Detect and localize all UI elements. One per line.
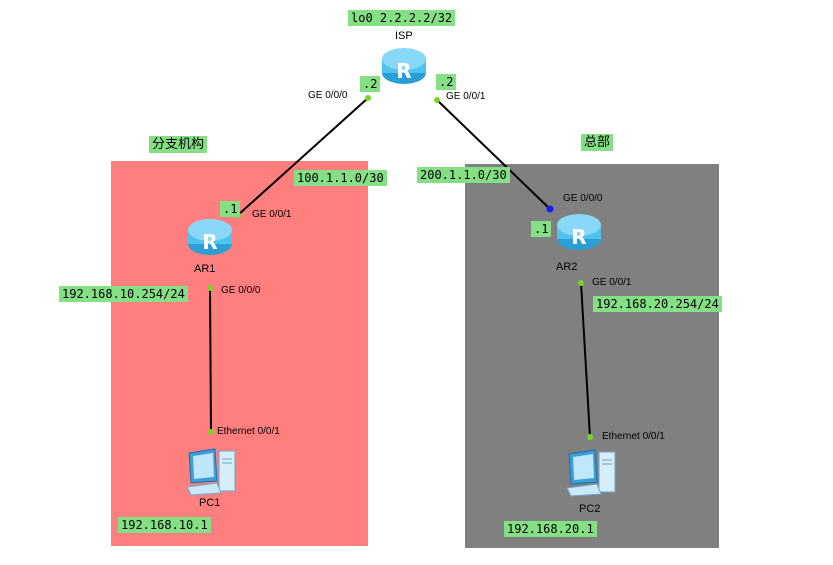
zone-title-hq: 总部	[581, 134, 614, 151]
link-ar1-pc1[interactable]	[209, 287, 212, 433]
pc1-ip: 192.168.10.1	[118, 517, 211, 533]
link-ar2-pc2[interactable]	[580, 282, 591, 438]
pc-icon[interactable]	[565, 448, 619, 498]
svg-text:R: R	[396, 59, 411, 83]
ar1-g001-port: GE 0/0/1	[252, 209, 292, 220]
subnet-isp-ar1: 100.1.1.0/30	[294, 170, 387, 186]
branch-zone	[111, 161, 368, 546]
ar1-name: AR1	[194, 263, 216, 275]
port-dot	[434, 97, 440, 103]
port-dot	[207, 285, 213, 291]
ar2-g001-port: GE 0/0/1	[592, 277, 632, 288]
router-icon[interactable]: R	[380, 45, 428, 87]
pc2-eth-port: Ethernet 0/0/1	[602, 431, 665, 442]
ar2-g000-host: .1	[531, 221, 552, 237]
svg-text:R: R	[202, 230, 217, 254]
ar1-g000-ip: 192.168.10.254/24	[59, 286, 188, 302]
router-icon[interactable]: R	[186, 216, 234, 258]
ar2-g000-port: GE 0/0/0	[563, 193, 603, 204]
router-icon[interactable]: R	[555, 211, 603, 253]
pc2-name: PC2	[579, 503, 601, 515]
subnet-isp-ar2: 200.1.1.0/30	[417, 167, 510, 183]
ar1-g000-port: GE 0/0/0	[221, 285, 261, 296]
isp-g000-host: .2	[360, 76, 381, 92]
pc-icon[interactable]	[185, 447, 239, 497]
port-dot	[208, 429, 214, 435]
isp-g001-port: GE 0/0/1	[446, 91, 486, 102]
port-dot	[587, 434, 593, 440]
pc1-name: PC1	[199, 497, 221, 509]
isp-g001-host: .2	[436, 74, 457, 90]
port-dot	[578, 280, 584, 286]
isp-loopback-label: lo0 2.2.2.2/32	[348, 10, 456, 26]
ar1-g001-host: .1	[220, 201, 241, 217]
link-isp-ar2[interactable]	[436, 99, 551, 210]
ar2-g001-ip: 192.168.20.254/24	[593, 296, 722, 312]
pc2-ip: 192.168.20.1	[504, 521, 597, 537]
port-dot	[365, 95, 371, 101]
ar2-name: AR2	[556, 261, 578, 273]
isp-g000-port: GE 0/0/0	[308, 90, 348, 101]
link-isp-ar1[interactable]	[237, 97, 369, 216]
port-dot	[546, 205, 554, 213]
svg-text:R: R	[571, 225, 586, 249]
pc1-eth-port: Ethernet 0/0/1	[217, 426, 280, 437]
zone-title-branch: 分支机构	[149, 136, 208, 153]
isp-name: ISP	[395, 30, 413, 42]
